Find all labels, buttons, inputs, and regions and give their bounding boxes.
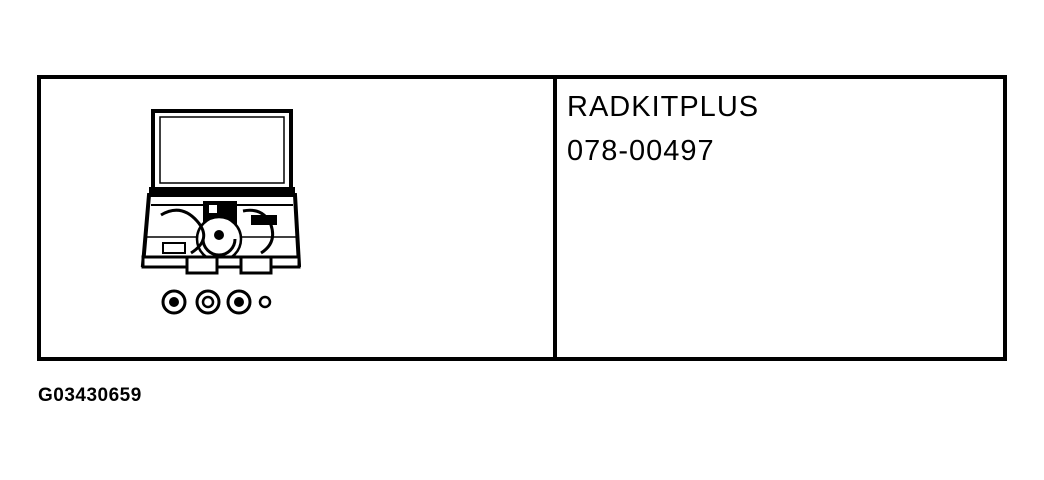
tool-name: RADKITPLUS <box>567 91 760 123</box>
tool-info-cell: RADKITPLUS 078-00497 <box>557 79 1003 357</box>
tool-table: RADKITPLUS 078-00497 <box>37 75 1007 361</box>
tool-image-cell <box>41 79 557 357</box>
tool-part-number: 078-00497 <box>567 135 715 167</box>
radiator-test-kit-case-icon <box>140 109 301 315</box>
figure-code: G03430659 <box>38 385 142 406</box>
